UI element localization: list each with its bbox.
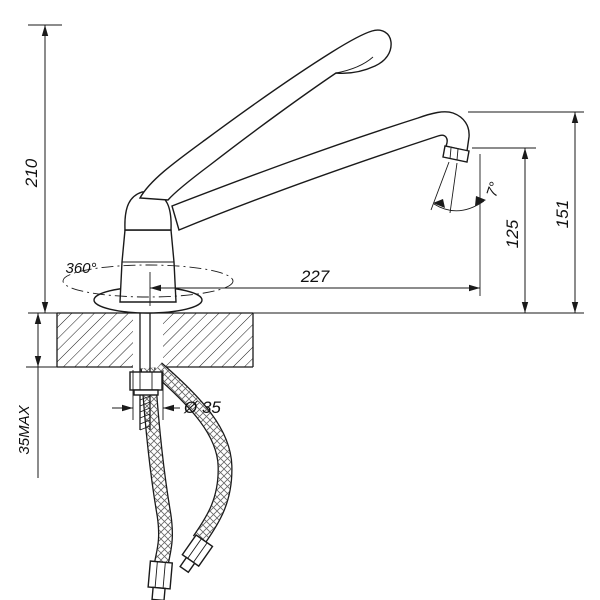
spray-angle-construction bbox=[430, 161, 486, 214]
dim-label-mounting-hole: Ø 35 bbox=[183, 398, 221, 417]
dimension-151 bbox=[571, 112, 579, 313]
dimension-35max bbox=[34, 313, 42, 478]
faucet-spout bbox=[171, 111, 470, 231]
dimension-210 bbox=[41, 25, 49, 313]
dim-label-spray-angle: 7° bbox=[483, 180, 504, 199]
hose-end-fitting-right bbox=[179, 534, 214, 574]
dimension-125 bbox=[521, 148, 529, 313]
supply-hose-left bbox=[140, 367, 173, 568]
faucet-body bbox=[119, 191, 177, 303]
mounting-hole-cutout bbox=[133, 312, 163, 368]
dim-label-overall-height: 210 bbox=[22, 158, 41, 188]
dim-label-outlet-height: 125 bbox=[503, 219, 522, 248]
aerator-outlet bbox=[442, 145, 470, 163]
hose-end-fitting-left bbox=[147, 560, 174, 600]
dim-label-spout-reach: 227 bbox=[300, 267, 330, 286]
mounting-washer bbox=[133, 389, 159, 396]
dim-label-spout-end-height: 151 bbox=[553, 200, 572, 228]
lever-handle-detail-line bbox=[335, 56, 374, 74]
swivel-range-ellipse bbox=[62, 264, 234, 298]
lever-handle bbox=[138, 29, 392, 201]
dimension-227 bbox=[150, 284, 480, 292]
dim-label-swivel-range: 360° bbox=[65, 260, 96, 277]
dimension-hole-35 bbox=[112, 404, 180, 412]
countertop-section bbox=[56, 312, 254, 368]
supply-hose-right bbox=[152, 362, 233, 545]
mounting-nut bbox=[129, 371, 163, 396]
dim-label-deck-thickness: 35MAX bbox=[16, 404, 33, 454]
